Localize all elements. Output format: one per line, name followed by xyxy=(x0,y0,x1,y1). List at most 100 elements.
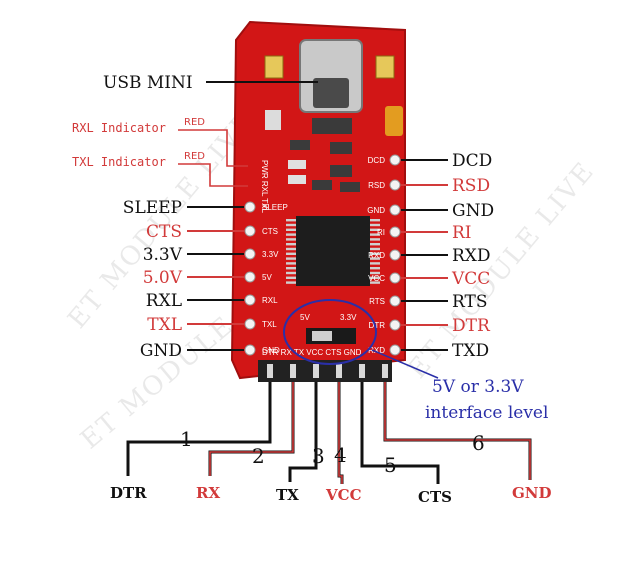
chip-leg xyxy=(286,281,296,284)
left-pin-label: GND xyxy=(140,341,182,361)
pin-holes xyxy=(244,154,401,356)
chip-leg xyxy=(370,228,380,231)
right-pin-label: RI xyxy=(452,223,472,243)
silk-left-label: 3.3V xyxy=(262,250,279,259)
silk-left-label: TXL xyxy=(262,320,277,329)
bottom-pin-label: TX xyxy=(276,486,299,504)
right-pin-label: DCD xyxy=(452,151,492,171)
jumper-note-line2: interface level xyxy=(425,403,548,423)
left-pin-label: RXL xyxy=(146,291,182,311)
pin-hole-right xyxy=(389,295,401,307)
right-pin-label: VCC xyxy=(451,269,490,289)
pin-hole-right xyxy=(389,344,401,356)
rxl-indicator-label: RXL Indicator xyxy=(72,121,166,135)
chip-leg xyxy=(286,276,296,279)
chip-leg xyxy=(370,223,380,227)
smd-3 xyxy=(290,140,310,150)
chip-leg xyxy=(370,243,380,246)
jumper-highlight xyxy=(283,299,377,365)
chip-leg xyxy=(370,238,380,241)
header-pin xyxy=(290,364,296,378)
silk-right-label: DTR xyxy=(369,321,386,330)
silk-left-label: RXL xyxy=(262,296,278,305)
header-pin xyxy=(359,364,365,378)
pin-hole-left xyxy=(244,271,256,283)
silk-right-label: RXD xyxy=(368,251,385,260)
usb-mini-label: USB MINI xyxy=(103,73,193,93)
silk-right-label: RI xyxy=(377,228,385,237)
silk-right-label: VCC xyxy=(368,274,385,283)
bottom-leads xyxy=(126,382,532,484)
header-pin xyxy=(313,364,319,378)
silk-right-label: RTS xyxy=(369,297,385,306)
chip-leg xyxy=(286,247,296,251)
pin-hole-right xyxy=(389,154,401,166)
chip-leg xyxy=(286,223,296,227)
led-2 xyxy=(288,175,306,184)
right-pin-label: RSD xyxy=(452,176,490,196)
smd-6 xyxy=(312,180,332,190)
silk-right-label: GND xyxy=(367,206,385,215)
bottom-pin-label: RX xyxy=(196,484,220,502)
chip-leg xyxy=(370,271,380,275)
silk-right-label: RXD xyxy=(368,346,385,355)
chip-leg xyxy=(286,267,296,270)
smd-7 xyxy=(340,182,360,192)
jumper-arrow xyxy=(371,349,439,379)
pin-hole-right xyxy=(389,249,401,261)
pin-number: 6 xyxy=(472,431,485,455)
smd-5 xyxy=(330,165,352,177)
pin-hole-right xyxy=(389,204,401,216)
right-pin-label: RXD xyxy=(452,246,491,266)
pin-number: 4 xyxy=(334,443,347,467)
chip-leg xyxy=(370,233,380,236)
txl-red-label: RED xyxy=(184,151,205,162)
silk-side: PWR RXL TXL xyxy=(260,160,269,213)
chip-leg xyxy=(286,271,296,275)
silk-right-label: DCD xyxy=(368,156,386,165)
smd-2 xyxy=(312,118,352,134)
chip-leg xyxy=(370,247,380,251)
chip-leg xyxy=(370,276,380,279)
pin-hole-left xyxy=(244,318,256,330)
jumper-note-line1: 5V or 3.3V xyxy=(432,377,524,397)
pin-hole-left xyxy=(244,248,256,260)
pin-number: 1 xyxy=(180,427,193,451)
chip-leg xyxy=(286,238,296,241)
silk-labels: SLEEPCTS3.3V5VRXLTXLGNDDCDRSDGNDRIRXDVCC… xyxy=(262,156,385,355)
bottom-pin-label: VCC xyxy=(325,486,362,504)
silk-left-label: 5V xyxy=(262,273,272,282)
chip-leg xyxy=(370,267,380,270)
chip-leg xyxy=(286,228,296,231)
header-lead-color xyxy=(384,382,531,480)
pin-hole-left xyxy=(244,344,256,356)
left-pin-label: CTS xyxy=(146,222,182,242)
chip-leg xyxy=(370,281,380,284)
pad-tr xyxy=(375,55,395,79)
pin-hole-right xyxy=(389,319,401,331)
usb-port xyxy=(313,78,349,108)
left-pin-label: 5.0V xyxy=(143,268,183,288)
bottom-pin-label: GND xyxy=(512,484,552,502)
silk-left-label: CTS xyxy=(262,227,278,236)
left-pin-label: 3.3V xyxy=(143,245,183,265)
silk-jumper-33v: 3.3V xyxy=(340,313,357,322)
chip-leg xyxy=(286,219,296,222)
txl-line xyxy=(178,163,248,187)
chip-leg xyxy=(370,257,380,260)
left-pin-label: TXL xyxy=(147,315,182,335)
chip-legs xyxy=(286,219,380,284)
silk-left-label: GND xyxy=(262,346,280,355)
header-lead xyxy=(288,382,318,482)
led-1 xyxy=(288,160,306,169)
chip-leg xyxy=(286,257,296,260)
pad-tl xyxy=(264,55,284,79)
pin-hole-right xyxy=(389,179,401,191)
silk-bottom: DTR RX TX VCC CTS GND xyxy=(262,348,362,357)
silk-left-label: SLEEP xyxy=(262,203,288,212)
rxl-line xyxy=(178,129,248,167)
header-lead xyxy=(126,382,272,476)
